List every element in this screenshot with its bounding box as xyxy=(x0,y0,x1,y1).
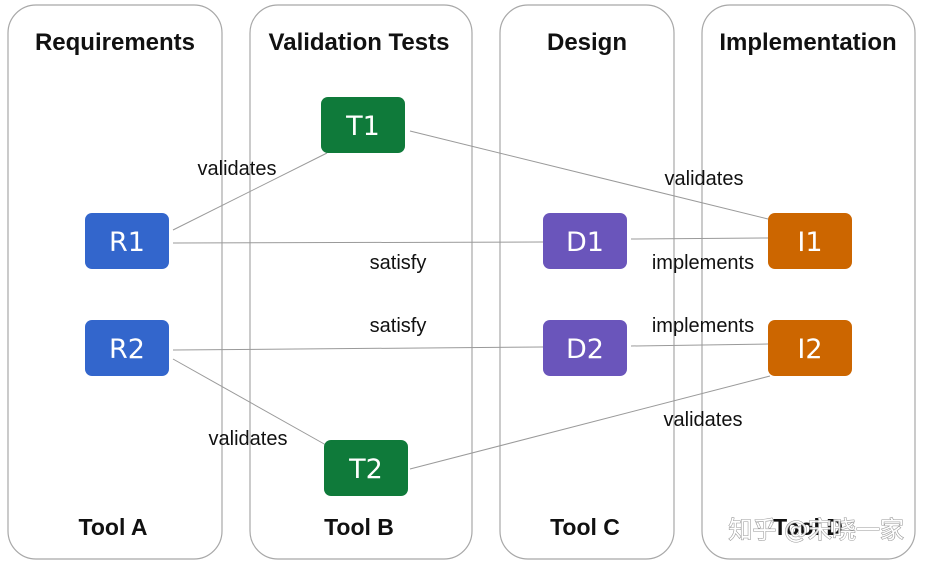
node-t1[interactable]: T1 xyxy=(321,97,405,153)
edge-label-r2-d2: satisfy xyxy=(370,315,427,337)
edge-label-d1-i1: implements xyxy=(652,252,754,274)
node-r1-label: R1 xyxy=(109,227,145,258)
node-t1-box[interactable] xyxy=(321,97,405,153)
lane-implementation: Implementation Tool D xyxy=(701,4,916,560)
watermark-text: 知乎 @宋晓一家 xyxy=(728,516,904,544)
edge-t2-i2 xyxy=(409,375,771,470)
lane-implementation-box xyxy=(701,4,916,560)
lane-validation-tests-title: Validation Tests xyxy=(269,29,450,56)
node-d2-label: D2 xyxy=(566,334,604,365)
lane-implementation-tool: Tool D xyxy=(773,514,843,540)
edge-label-t1-i1: validates xyxy=(665,168,744,190)
edge-r1-d1 xyxy=(172,241,544,244)
node-i2[interactable]: I2 xyxy=(768,320,852,376)
node-i1-label: I1 xyxy=(797,227,822,258)
node-t2-label: T2 xyxy=(348,454,383,485)
edge-label-r2-t2: validates xyxy=(209,428,288,450)
node-d1-label: D1 xyxy=(566,227,604,258)
node-r1[interactable]: R1 xyxy=(85,213,169,269)
edges xyxy=(172,130,771,470)
node-i1-box[interactable] xyxy=(768,213,852,269)
lane-design-title: Design xyxy=(547,29,627,56)
lane-implementation-title: Implementation xyxy=(719,29,896,56)
lane-requirements-box xyxy=(7,4,223,560)
node-i1[interactable]: I1 xyxy=(768,213,852,269)
edge-d2-i2 xyxy=(630,343,769,347)
lane-requirements-tool: Tool A xyxy=(79,514,148,540)
edge-r2-t2 xyxy=(172,358,327,446)
lane-requirements: Requirements Tool A xyxy=(7,4,223,560)
edge-d1-i1 xyxy=(630,237,769,240)
node-d2[interactable]: D2 xyxy=(543,320,627,376)
edge-t1-i1 xyxy=(409,130,769,220)
lane-validation-tests-box xyxy=(249,4,473,560)
lane-design-tool: Tool C xyxy=(550,514,620,540)
edge-label-r1-d1: satisfy xyxy=(370,252,427,274)
node-t1-label: T1 xyxy=(345,111,380,142)
node-r2-box[interactable] xyxy=(85,320,169,376)
edge-labels: validates validates satisfy implements s… xyxy=(198,158,755,450)
lane-validation-tests: Validation Tests Tool B xyxy=(249,4,473,560)
lane-requirements-title: Requirements xyxy=(35,29,195,56)
node-i2-box[interactable] xyxy=(768,320,852,376)
node-t2-box[interactable] xyxy=(324,440,408,496)
node-r1-box[interactable] xyxy=(85,213,169,269)
edge-label-t2-i2: validates xyxy=(664,409,743,431)
node-i2-label: I2 xyxy=(797,334,822,365)
lane-validation-tests-tool: Tool B xyxy=(324,514,394,540)
node-r2[interactable]: R2 xyxy=(85,320,169,376)
node-d1[interactable]: D1 xyxy=(543,213,627,269)
node-t2[interactable]: T2 xyxy=(324,440,408,496)
node-d1-box[interactable] xyxy=(543,213,627,269)
edge-r1-t1 xyxy=(172,152,328,231)
lane-design-box xyxy=(499,4,675,560)
node-d2-box[interactable] xyxy=(543,320,627,376)
edge-label-r1-t1: validates xyxy=(198,158,277,180)
nodes: R1 R2 T1 T2 D1 D2 I1 I2 xyxy=(85,97,852,496)
edge-label-d2-i2: implements xyxy=(652,315,754,337)
edge-r2-d2 xyxy=(172,346,544,351)
node-r2-label: R2 xyxy=(109,334,145,365)
lane-design: Design Tool C xyxy=(499,4,675,560)
